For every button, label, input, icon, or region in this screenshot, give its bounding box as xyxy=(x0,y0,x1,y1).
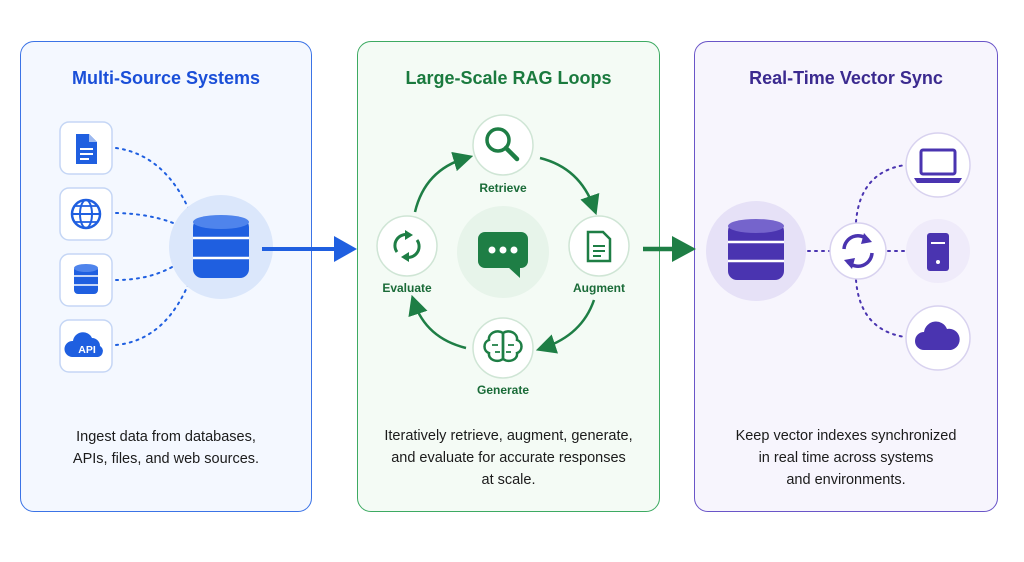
panel-description-rag: Iteratively retrieve, augment, generate,… xyxy=(384,428,633,488)
step-label-retrieve: Retrieve xyxy=(479,181,527,195)
step-label-evaluate: Evaluate xyxy=(382,281,432,295)
step-label-augment: Augment xyxy=(573,281,625,295)
panel-description-sync: Keep vector indexes synchronized in real… xyxy=(735,428,957,488)
panel-description-sources: Ingest data from databases, APIs, files,… xyxy=(72,429,260,467)
panel-vector-sync: Real-Time Vector Sync Keep vector indexe… xyxy=(694,41,998,512)
step-label-generate: Generate xyxy=(476,383,530,397)
panel-title-sync: Real-Time Vector Sync xyxy=(749,68,943,88)
panel-title-rag: Large-Scale RAG Loops xyxy=(405,68,612,88)
panel-title-sources: Multi-Source Systems xyxy=(71,68,261,88)
panel-rag-loops: Large-Scale RAG Loops Iteratively retrie… xyxy=(357,41,660,512)
panel-multi-source: Multi-Source Systems Ingest data from da… xyxy=(20,41,312,512)
